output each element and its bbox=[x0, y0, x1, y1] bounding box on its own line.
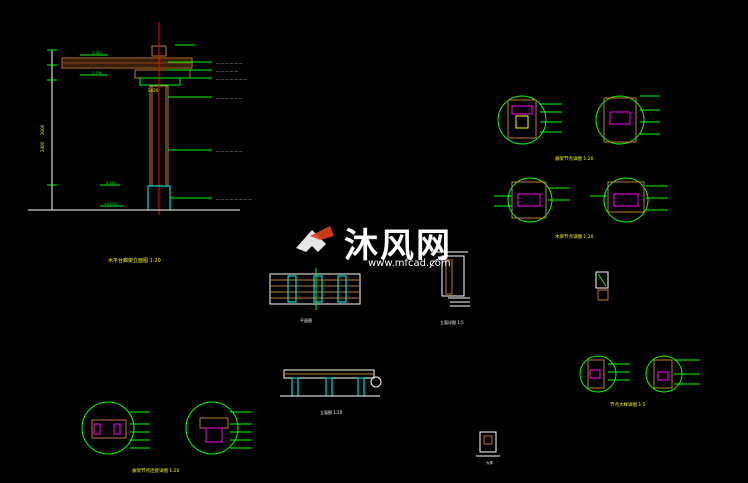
node-detail-mid: 木梁节点详图 1:20 bbox=[494, 177, 668, 240]
node-bottom-right-title: 节点大样详图 1:5 bbox=[610, 401, 646, 408]
svg-text:平面图: 平面图 bbox=[300, 317, 312, 323]
svg-text:— — — — — —: — — — — — — bbox=[216, 96, 243, 100]
svg-text:2.700: 2.700 bbox=[92, 71, 102, 75]
svg-text:立面详图 1:5: 立面详图 1:5 bbox=[440, 319, 464, 325]
svg-text:立面图 1:20: 立面图 1:20 bbox=[320, 409, 343, 415]
bench-plan: 平面图 bbox=[269, 268, 361, 323]
elevation-drawing: 3000 2400 2020 3.500 2.700 0.300 ±0.000 bbox=[28, 22, 252, 264]
node-detail-bottom-left: 廊架节点连接详图 1:20 bbox=[81, 401, 252, 474]
svg-text:— — — — —: — — — — — bbox=[216, 69, 238, 73]
watermark-logo bbox=[296, 226, 334, 252]
small-detail-right bbox=[595, 271, 609, 301]
svg-text:大样: 大样 bbox=[486, 460, 494, 465]
svg-text:— — — — — —: — — — — — — bbox=[216, 61, 243, 65]
mf-logo-icon bbox=[296, 230, 326, 252]
svg-text:±0.000: ±0.000 bbox=[104, 202, 117, 206]
elevation-title: 木平台廊架立面图 1:20 bbox=[108, 257, 161, 264]
small-detail-bottom: 大样 bbox=[476, 431, 500, 465]
svg-text:0.300: 0.300 bbox=[106, 181, 116, 185]
bench-elevation: 立面图 1:20 bbox=[280, 369, 382, 415]
node-bottom-left-title: 廊架节点连接详图 1:20 bbox=[132, 467, 180, 474]
svg-text:— — — — — — — —: — — — — — — — — bbox=[216, 197, 252, 201]
watermark-brand: 沐风网 bbox=[344, 226, 452, 266]
dim-label: 3000 bbox=[40, 124, 45, 135]
watermark-url: www.mfcad.com bbox=[368, 258, 451, 269]
svg-text:2400: 2400 bbox=[40, 141, 45, 152]
svg-text:2020: 2020 bbox=[148, 88, 159, 93]
svg-text:3.500: 3.500 bbox=[92, 51, 102, 55]
watermark: 沐风网 www.mfcad.com bbox=[292, 218, 462, 284]
node-right-top-title: 廊架节点详图 1:20 bbox=[555, 155, 594, 162]
node-right-mid-title: 木梁节点详图 1:20 bbox=[555, 233, 594, 240]
upright-detail: 立面详图 1:5 bbox=[429, 251, 470, 325]
svg-text:— — — — — — —: — — — — — — — bbox=[216, 77, 248, 81]
svg-text:— — — — — —: — — — — — — bbox=[216, 149, 243, 153]
node-detail-bottom-right: 节点大样详图 1:5 bbox=[579, 355, 700, 408]
node-detail-top: 廊架节点详图 1:20 bbox=[497, 95, 660, 162]
